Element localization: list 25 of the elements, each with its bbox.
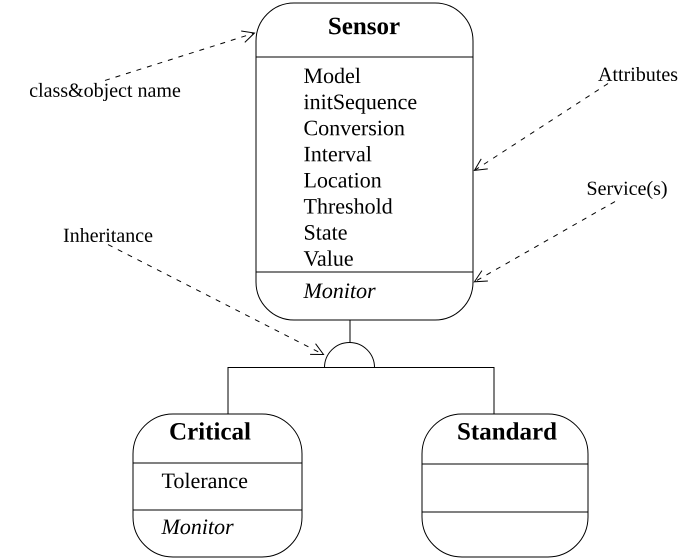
- attribute-name: initSequence: [304, 94, 416, 114]
- class-name: Sensor: [329, 18, 400, 34]
- dashed-arrow: [474, 83, 608, 172]
- inheritance-symbol: [324, 342, 375, 368]
- annotation-text: Inheritance: [64, 228, 152, 242]
- operation-name: Monitor: [303, 283, 376, 298]
- attribute-name: State: [304, 225, 347, 240]
- dashed-arrow: [108, 244, 324, 355]
- attribute-name: Conversion: [304, 120, 405, 136]
- class-name: Standard: [458, 422, 557, 440]
- attribute-name: Model: [304, 68, 360, 84]
- attribute-name: Tolerance: [162, 472, 248, 488]
- class-name: Critical: [170, 422, 251, 440]
- attribute-name: Location: [304, 172, 382, 188]
- connector-line: [228, 367, 350, 414]
- annotation-text: class&object name: [30, 82, 180, 102]
- connector-line: [350, 367, 494, 414]
- attribute-name: Interval: [304, 146, 372, 162]
- attribute-name: Value: [304, 250, 353, 266]
- operation-name: Monitor: [161, 519, 234, 534]
- dashed-arrow: [474, 201, 616, 282]
- attribute-name: Threshold: [304, 198, 392, 214]
- annotation-text: Service(s): [588, 180, 667, 200]
- annotation-text: Attributes: [598, 66, 678, 82]
- dashed-arrow: [104, 30, 256, 81]
